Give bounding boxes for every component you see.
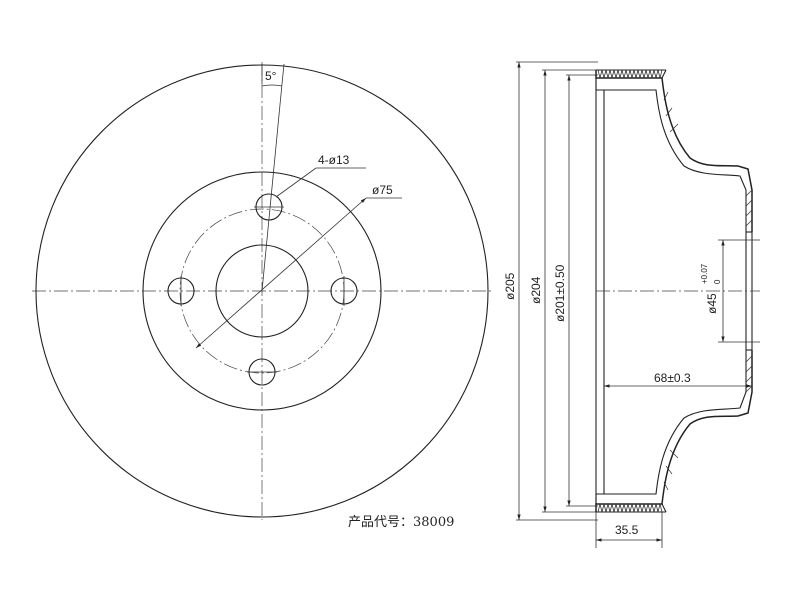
side-view: ø205 ø204 ø201±0.50 bbox=[503, 61, 760, 548]
dim-width: 35.5 bbox=[615, 523, 639, 537]
drum-profile-bottom bbox=[595, 350, 753, 512]
dim-outer-diameter: ø205 bbox=[503, 272, 517, 300]
product-code: 产品代号：38009 bbox=[348, 515, 454, 530]
angle-label: 5° bbox=[265, 69, 277, 83]
dim-diameter-204: ø204 bbox=[529, 276, 543, 304]
dim-bore-diameter: ø45 bbox=[705, 293, 719, 314]
serrations-bottom bbox=[597, 503, 663, 513]
dim-diameter-201: ø201±0.50 bbox=[553, 264, 567, 322]
drum-profile-top bbox=[595, 70, 753, 232]
section-hatching bbox=[663, 91, 753, 491]
width-dimension: 35.5 bbox=[595, 512, 663, 548]
pcd-leader: ø75 bbox=[195, 183, 402, 349]
depth-dimension: 68±0.3 bbox=[604, 371, 752, 388]
dim-bore-tol-lower: 0 bbox=[713, 279, 722, 284]
dim-bore-tol-upper: +0.07 bbox=[700, 263, 709, 284]
pcd-label: ø75 bbox=[372, 183, 393, 197]
front-view: 5° 4-ø13 ø75 bbox=[32, 62, 492, 520]
serrations-top bbox=[597, 69, 663, 79]
dim-depth: 68±0.3 bbox=[654, 371, 691, 385]
hub-circle bbox=[142, 171, 382, 411]
bore-dimension: ø45 +0.07 0 bbox=[700, 239, 760, 343]
angle-annotation: 5° bbox=[261, 63, 285, 292]
bolt-holes-label: 4-ø13 bbox=[318, 153, 350, 167]
bolt-hole-leader: 4-ø13 bbox=[275, 153, 366, 198]
